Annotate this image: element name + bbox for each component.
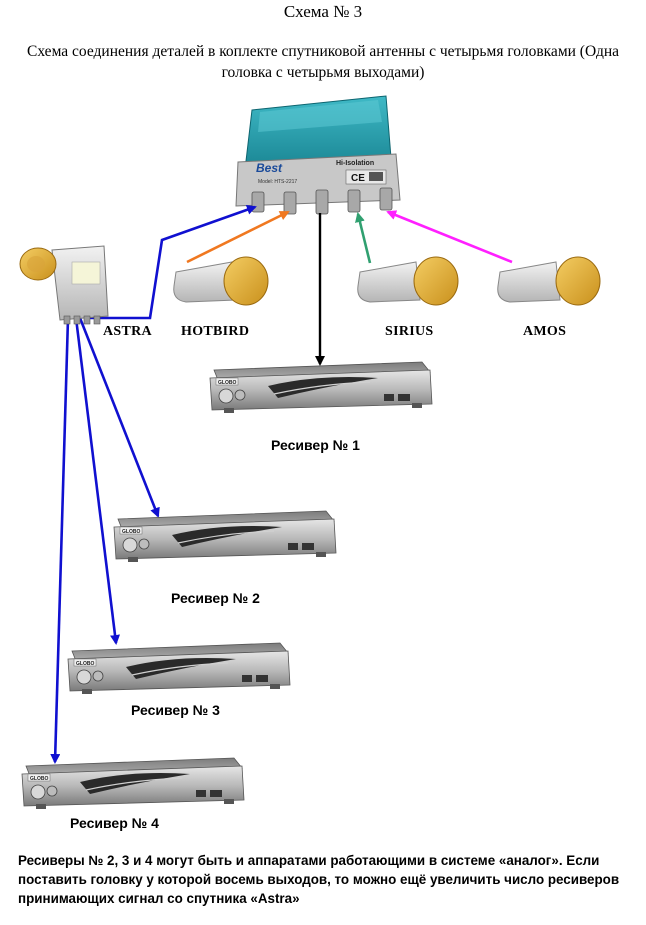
- lnb-hotbird: [173, 256, 269, 306]
- cable-astra-to-switch: [90, 204, 257, 320]
- receiver-4-label: Ресивер № 4: [70, 815, 159, 831]
- diagram-subtitle: Схема соединения деталей в коплекте спут…: [26, 43, 620, 81]
- diseqc-switch: Best Hi-Isolation Model: HTS-2217 CE: [235, 95, 401, 215]
- lnb-label-sirius: SIRIUS: [385, 324, 434, 339]
- cable-hotbird-to-switch: [186, 210, 290, 264]
- receiver-brand: GLOBO: [218, 380, 236, 386]
- lnb-label-amos: AMOS: [523, 324, 567, 339]
- receiver-1: GLOBO: [209, 361, 433, 413]
- diseqc-brand-text: Best: [256, 161, 283, 175]
- diagram-title: Схема № 3: [283, 2, 363, 21]
- receiver-brand: GLOBO: [30, 776, 48, 782]
- receiver-2-label: Ресивер № 2: [171, 590, 260, 606]
- cable-amos-to-switch: [386, 210, 513, 264]
- receiver-3-label: Ресивер № 3: [131, 702, 220, 718]
- diseqc-label-text: Hi-Isolation: [336, 160, 374, 167]
- lnb-label-hotbird: HOTBIRD: [181, 324, 250, 339]
- diseqc-model-text: Model: HTS-2217: [258, 179, 297, 185]
- receiver-1-label: Ресивер № 1: [271, 437, 360, 453]
- receiver-brand: GLOBO: [76, 661, 94, 667]
- receiver-4: GLOBO: [21, 757, 245, 809]
- lnb-sirius: [357, 256, 459, 306]
- cable-astra-to-receiver-3: [74, 317, 120, 645]
- cable-astra-to-receiver-2: [78, 317, 160, 518]
- footnote: Ресиверы № 2, 3 и 4 могут быть и аппарат…: [18, 853, 620, 906]
- cable-astra-to-receiver-4: [50, 317, 70, 764]
- receiver-3: GLOBO: [67, 642, 291, 694]
- lnb-amos: [497, 256, 601, 306]
- diseqc-ports: [251, 187, 393, 215]
- lnb-label-astra: ASTRA: [103, 324, 152, 339]
- cable-sirius-to-switch: [355, 212, 372, 264]
- lnb-astra: [19, 245, 109, 325]
- ce-mark: CE: [351, 173, 365, 184]
- receiver-brand: GLOBO: [122, 529, 140, 535]
- receiver-2: GLOBO: [113, 510, 337, 562]
